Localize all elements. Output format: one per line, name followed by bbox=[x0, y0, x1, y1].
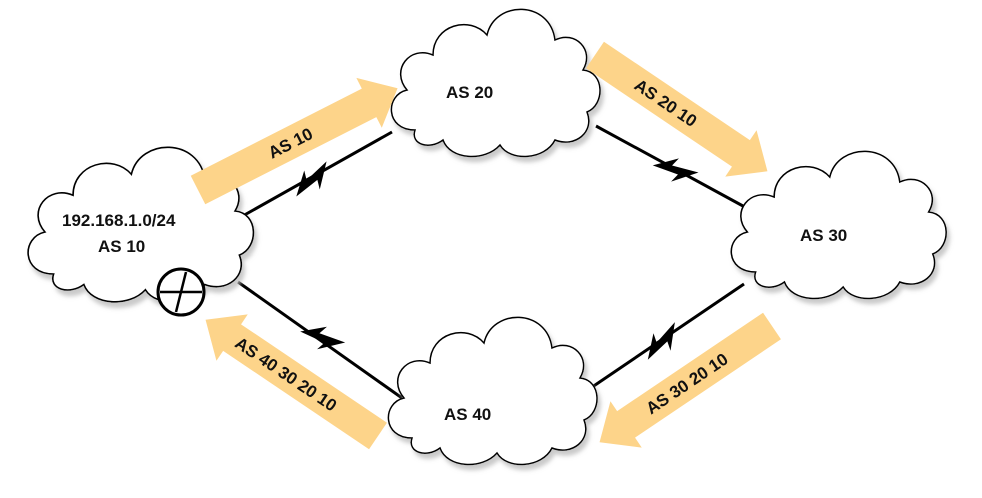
cloud-as40[interactable] bbox=[387, 316, 598, 466]
links-layer bbox=[231, 124, 755, 400]
router-icon[interactable] bbox=[156, 267, 206, 317]
cloud-as20[interactable] bbox=[390, 8, 601, 158]
as10-label: AS 10 bbox=[98, 237, 145, 256]
as10-prefix-label: 192.168.1.0/24 bbox=[62, 211, 176, 230]
advertisement-path-label: AS 30 20 10 bbox=[643, 350, 732, 419]
as40-label: AS 40 bbox=[444, 405, 491, 424]
cloud-as30[interactable] bbox=[730, 150, 947, 300]
as30-label: AS 30 bbox=[800, 226, 847, 245]
serial-link-icon bbox=[650, 148, 700, 192]
serial-link-icon bbox=[287, 159, 337, 201]
advertisement-arrow-as30: AS 30 20 10 bbox=[599, 312, 781, 448]
as20-label: AS 20 bbox=[446, 83, 493, 102]
